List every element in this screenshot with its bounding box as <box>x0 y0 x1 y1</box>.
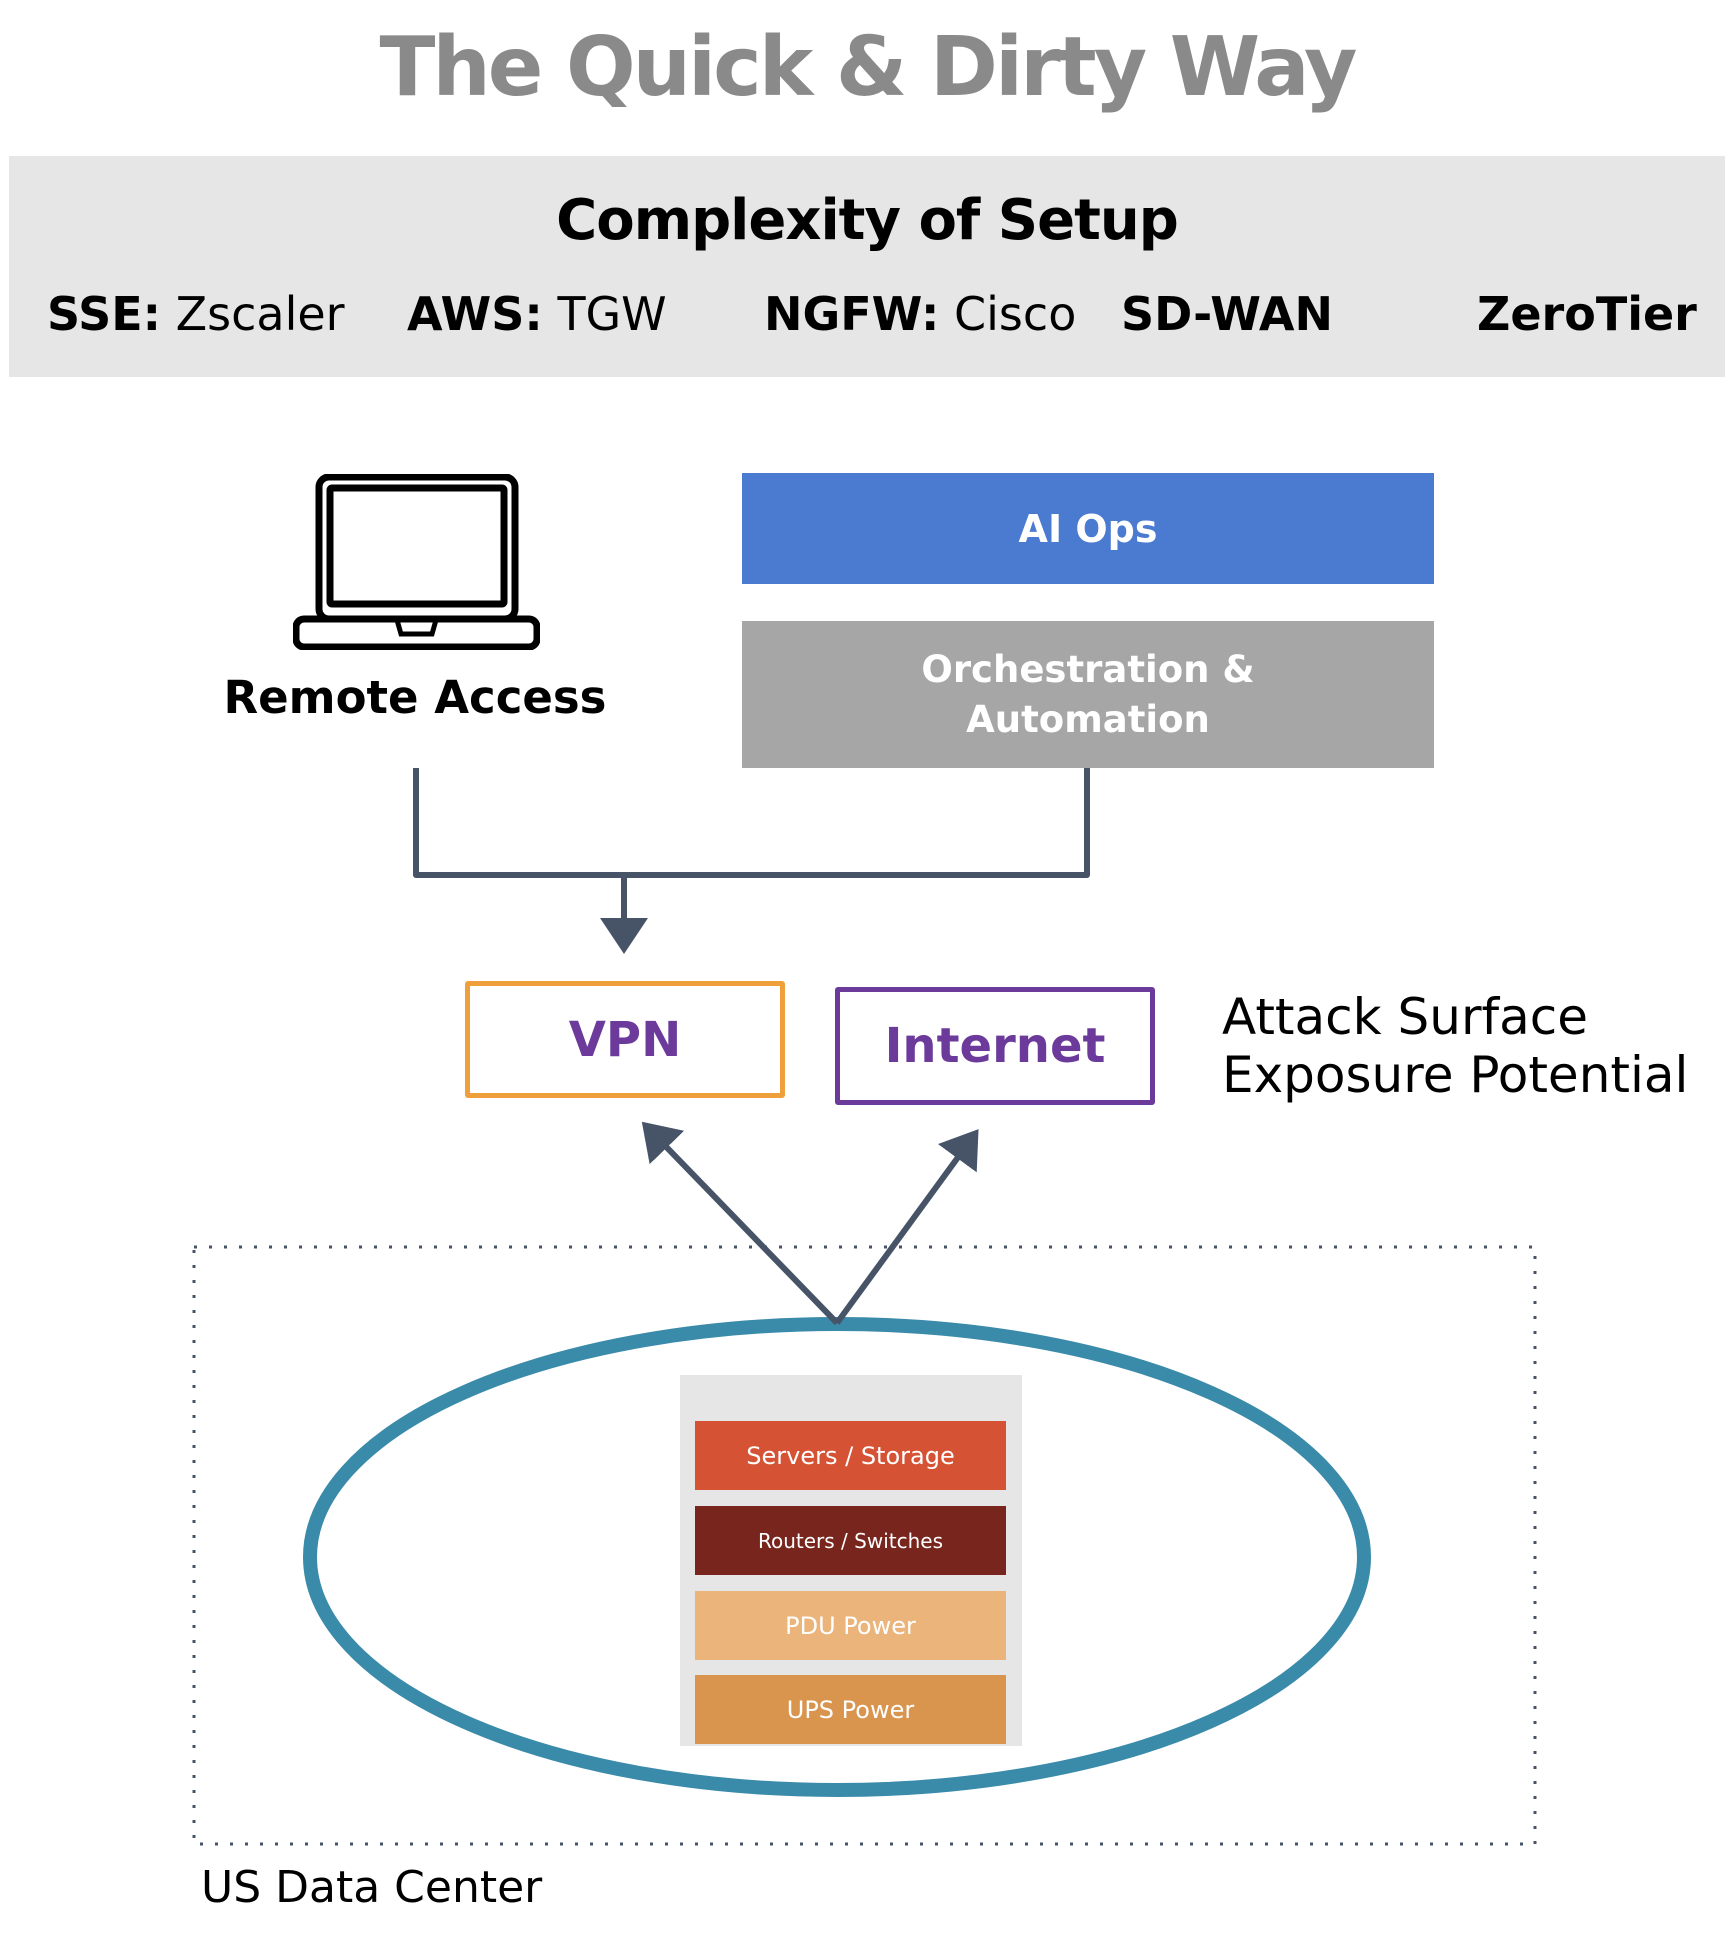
complexity-banner: Complexity of Setup SSE: Zscaler AWS: TG… <box>9 156 1725 377</box>
laptop-icon <box>293 474 540 650</box>
server-rack: Servers / Storage Routers / Switches PDU… <box>680 1375 1022 1746</box>
banner-heading: Complexity of Setup <box>556 188 1179 253</box>
vendor-value: Zscaler <box>175 287 345 341</box>
data-center-ellipse <box>303 1317 1371 1797</box>
arrow-dc-to-vpn <box>641 1121 840 1326</box>
vendor-label: ZeroTier <box>1477 287 1697 341</box>
orchestration-layer: Orchestration & Automation <box>742 621 1434 768</box>
attack-surface-line2: Exposure Potential <box>1222 1046 1689 1104</box>
vendor-label: SD-WAN <box>1121 287 1333 341</box>
attack-surface-note: Attack Surface Exposure Potential <box>1222 988 1688 1104</box>
rack-unit-pdu: PDU Power <box>695 1591 1006 1660</box>
vendor-label: AWS: <box>407 287 543 341</box>
ai-ops-layer: AI Ops <box>742 473 1434 584</box>
connector-remote-access <box>413 768 1090 878</box>
vendor-sdwan: SD-WAN <box>1121 284 1333 344</box>
vpn-box: VPN <box>465 981 785 1098</box>
vendor-value: Cisco <box>954 287 1077 341</box>
rack-unit-routers: Routers / Switches <box>695 1506 1006 1575</box>
vendor-ngfw: NGFW: Cisco <box>764 284 1076 344</box>
rack-unit-ups: UPS Power <box>695 1675 1006 1744</box>
remote-access-label: Remote Access <box>223 671 607 724</box>
vendor-sse: SSE: Zscaler <box>47 284 345 344</box>
vendor-label: SSE: <box>47 287 162 341</box>
arrow-dc-to-internet <box>834 1129 979 1325</box>
vendor-zerotier: ZeroTier <box>1477 284 1697 344</box>
rack-unit-servers: Servers / Storage <box>695 1421 1006 1490</box>
data-center-label: US Data Center <box>201 1862 543 1913</box>
vendor-value: TGW <box>557 287 667 341</box>
attack-surface-line1: Attack Surface <box>1222 988 1588 1046</box>
orchestration-label-line2: Automation <box>966 697 1210 741</box>
vendor-aws: AWS: TGW <box>407 284 667 344</box>
orchestration-label-line1: Orchestration & <box>921 647 1255 691</box>
internet-box: Internet <box>835 987 1155 1105</box>
vendor-label: NGFW: <box>764 287 940 341</box>
page-title: The Quick & Dirty Way <box>379 20 1357 115</box>
